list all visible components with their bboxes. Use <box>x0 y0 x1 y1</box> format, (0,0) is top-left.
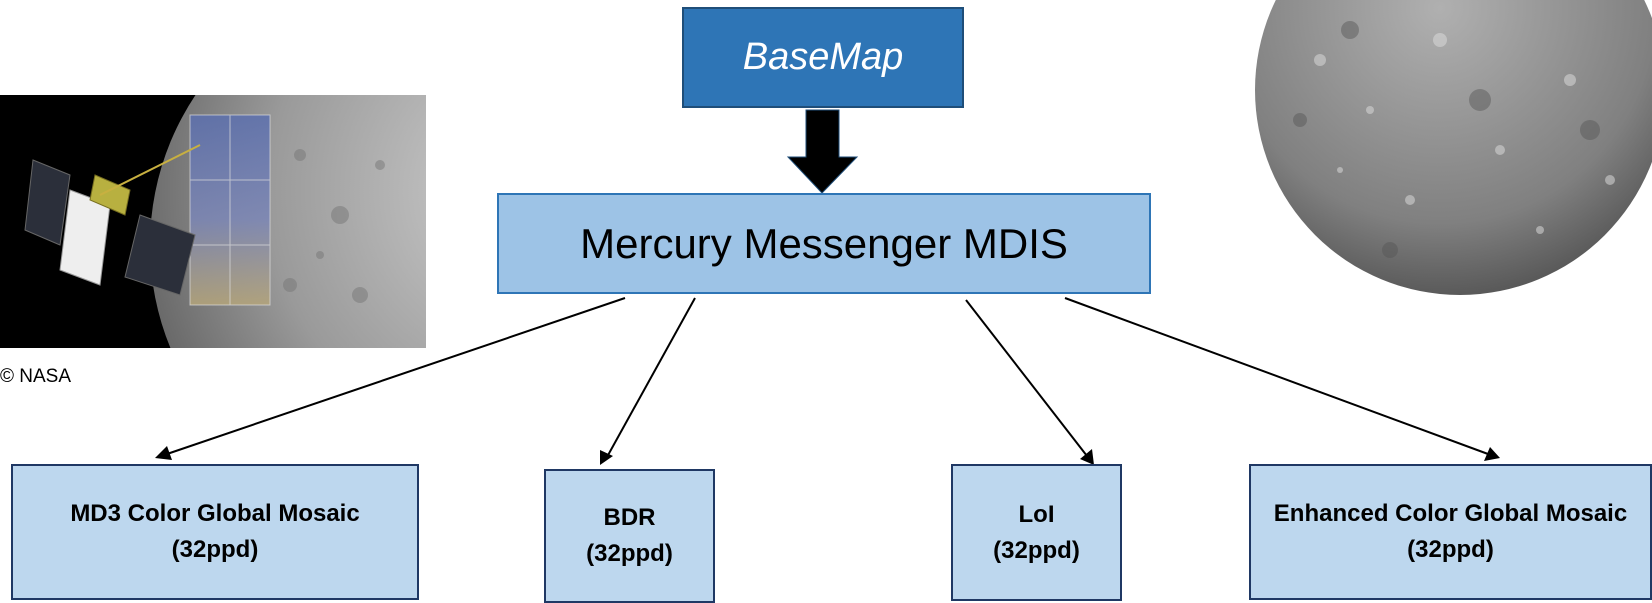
arrowhead-enhanced <box>1484 447 1500 461</box>
leaf-enhanced-color-global-mosaic: Enhanced Color Global Mosaic (32ppd) <box>1249 464 1652 600</box>
image-credit: © NASA <box>0 366 72 387</box>
mdis-node: Mercury Messenger MDIS <box>497 193 1151 294</box>
mercury-planet-image <box>1255 0 1652 295</box>
leaf-resolution: (32ppd) <box>586 540 673 567</box>
basemap-to-mdis-arrow <box>786 109 859 194</box>
leaf-name: LoI <box>1018 500 1055 528</box>
arrowhead-bdr <box>600 450 613 465</box>
leaf-resolution: (32ppd) <box>171 536 259 563</box>
messenger-spacecraft-image <box>0 95 426 348</box>
leaf-name: Enhanced Color Global Mosaic <box>1273 500 1628 527</box>
leaf-loi: LoI (32ppd) <box>951 464 1122 601</box>
arrow-to-loi <box>965 299 1088 457</box>
leaf-name: MD3 Color Global Mosaic <box>70 500 360 527</box>
arrow-to-bdr <box>606 297 696 458</box>
arrow-to-enhanced <box>1064 297 1489 455</box>
basemap-node: BaseMap <box>682 7 964 108</box>
leaf-name: BDR <box>603 504 656 531</box>
arrowhead-md3 <box>155 446 172 460</box>
leaf-resolution: (32ppd) <box>1407 536 1494 563</box>
mdis-label: Mercury Messenger MDIS <box>580 219 1068 267</box>
leaf-resolution: (32ppd) <box>993 536 1080 564</box>
arrowhead-loi <box>1080 449 1094 465</box>
leaf-bdr: BDR (32ppd) <box>544 469 715 603</box>
basemap-label: BaseMap <box>742 36 904 78</box>
leaf-md3-color-global-mosaic: MD3 Color Global Mosaic (32ppd) <box>11 464 419 600</box>
arrow-to-md3 <box>166 297 626 455</box>
